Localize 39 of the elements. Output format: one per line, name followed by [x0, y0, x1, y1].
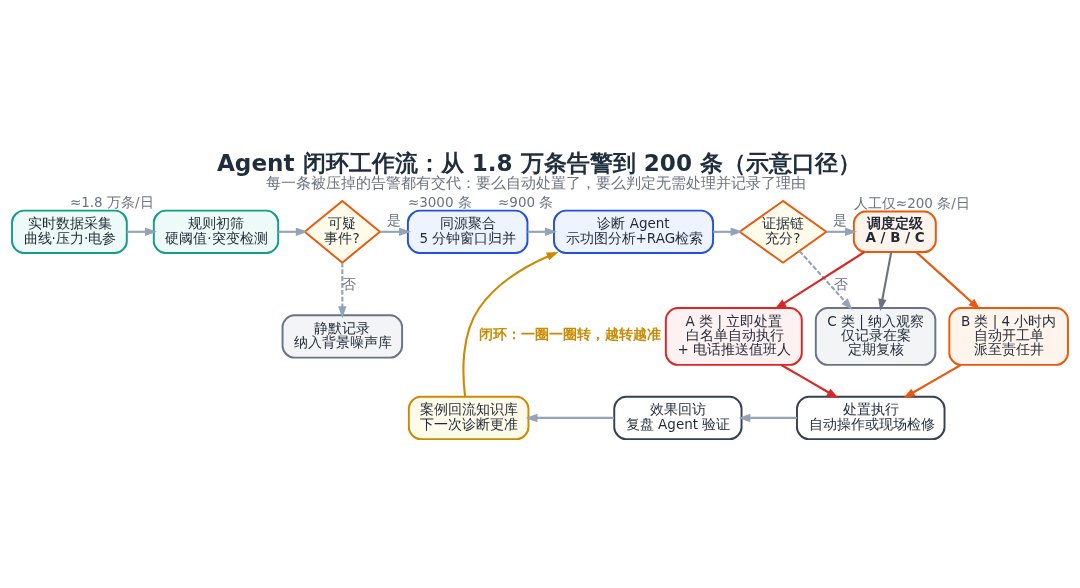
edge-label: 是	[386, 211, 401, 228]
arrow	[462, 251, 559, 397]
arrow	[903, 363, 962, 398]
node-box: 诊断 Agent 示功图分析+RAG检索	[553, 209, 715, 254]
arrow	[826, 227, 857, 236]
node-box: 调度定级 A / B / C	[852, 210, 937, 253]
node-label: ≈1.8 万条/日	[69, 193, 154, 210]
node-box: C 类 | 纳入观察 仅记录在案 定期复核	[814, 306, 937, 366]
node-box: A 类 | 立即处置 白名单自动执行 + 电话推送值班人	[664, 306, 803, 366]
arrow	[798, 249, 853, 310]
edge-label: 否	[834, 275, 849, 292]
node-box: 静默记录 纳入背景噪声库	[281, 313, 404, 359]
arrow	[527, 227, 557, 236]
edge-label: 是	[832, 211, 847, 228]
arrow	[379, 227, 412, 236]
arrow	[525, 413, 615, 422]
arrow	[713, 227, 743, 236]
node-box: 处置执行 自动操作或现场检修	[796, 395, 946, 440]
edge-label: 否	[342, 275, 357, 292]
node-diamond: 可疑事件?	[303, 199, 382, 264]
arrow	[780, 363, 839, 398]
node-label: ≈3000 条	[407, 193, 472, 210]
edge-label: 闭环：一圈一圈转，越转越准	[479, 325, 662, 342]
arrow	[738, 413, 797, 422]
node-box: 实时数据采集 曲线·压力·电参	[11, 209, 128, 254]
node-box: 规则初筛 硬阈值·突变检测	[152, 209, 280, 254]
arrow	[774, 250, 865, 309]
arrow	[338, 262, 347, 318]
arrow	[878, 251, 893, 311]
node-box: 效果回访 复盘 Agent 验证	[613, 395, 743, 440]
node-box: 案例回流知识库 下一次诊断更准	[407, 395, 530, 440]
node-box: 同源聚合 5 分钟窗口归并	[406, 209, 529, 254]
arrow	[126, 227, 157, 236]
node-label: 人工仅≈200 条/日	[853, 194, 970, 211]
arrow	[915, 250, 981, 310]
node-label: ≈900 条	[498, 193, 554, 210]
node-box: B 类 | 4 小时内 自动开工单 派至责任井	[948, 306, 1069, 366]
node-diamond: 证据链充分?	[737, 199, 829, 264]
arrow	[278, 227, 308, 236]
